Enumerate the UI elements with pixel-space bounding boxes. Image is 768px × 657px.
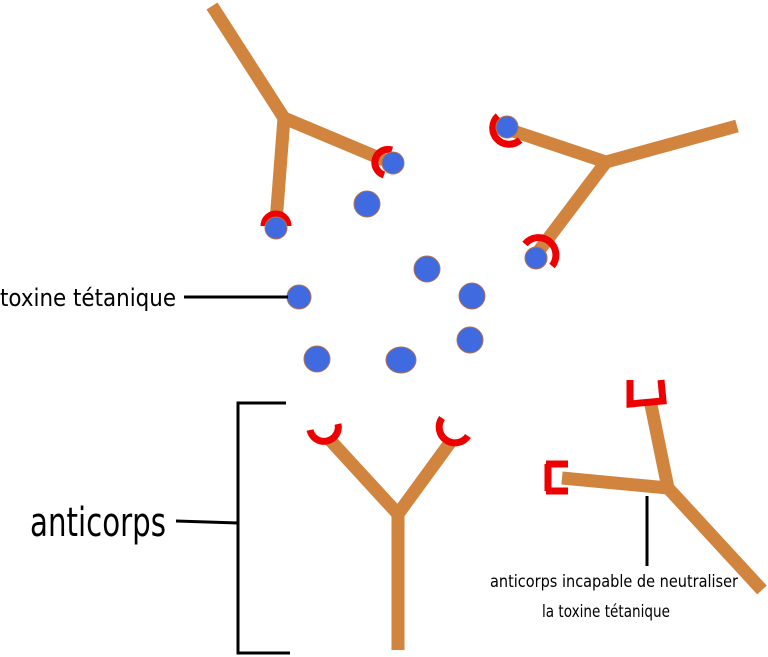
antibody-pointer-line	[175, 519, 239, 525]
binding-site	[435, 416, 471, 447]
free-toxin	[458, 282, 486, 310]
antibody-non-neutralizing	[544, 379, 767, 595]
binding-site	[260, 210, 292, 227]
antibody-arms	[507, 119, 739, 256]
antibody-arm	[325, 435, 403, 519]
antibody-arm	[206, 2, 290, 122]
antibody-label: anticorps	[30, 500, 166, 546]
free-toxin	[385, 346, 417, 374]
binding-site	[306, 423, 342, 445]
free-toxin	[286, 284, 312, 310]
non-neutralizing-callout: anticorps incapable de neutraliser la to…	[490, 496, 738, 622]
free-toxin	[353, 190, 381, 218]
free-toxin	[413, 255, 441, 283]
antibody-stem	[269, 117, 291, 223]
antibody-arm	[507, 123, 609, 169]
binding-site	[489, 113, 523, 148]
bound-toxin	[381, 151, 405, 175]
binding-site	[522, 234, 560, 269]
binding-site	[371, 145, 394, 179]
antibody-arm	[392, 436, 458, 518]
bound-toxin	[495, 115, 519, 139]
antibody-bottom-center	[306, 416, 471, 650]
antibody-arm	[561, 471, 669, 495]
antibody-arm	[643, 398, 675, 490]
free-toxin	[303, 345, 331, 373]
square-binding-site	[626, 379, 667, 408]
antibody-arms	[206, 2, 387, 223]
antibody-top-right	[489, 113, 739, 270]
bound-toxin	[264, 216, 288, 240]
antibody-bracket	[236, 401, 290, 655]
antibody-arms	[561, 398, 767, 595]
free-toxins	[286, 190, 486, 374]
antibody-arms	[325, 435, 458, 650]
free-toxin	[456, 326, 484, 354]
antibody-arm	[281, 112, 387, 166]
toxin-label: toxine tétanique	[0, 284, 176, 312]
toxin-callout: toxine tétanique	[0, 284, 288, 312]
bound-toxin	[524, 246, 548, 270]
non-neutralizing-label-line1: anticorps incapable de neutraliser	[490, 572, 738, 592]
antibody-stem	[663, 483, 767, 595]
antibody-arm	[532, 158, 612, 256]
non-neutralizing-label-line2: la toxine tétanique	[542, 602, 670, 622]
antibody-arm	[604, 119, 739, 169]
antibody-top-left	[206, 2, 405, 240]
antibody-callout: anticorps	[30, 401, 290, 655]
square-binding-site	[544, 460, 568, 495]
